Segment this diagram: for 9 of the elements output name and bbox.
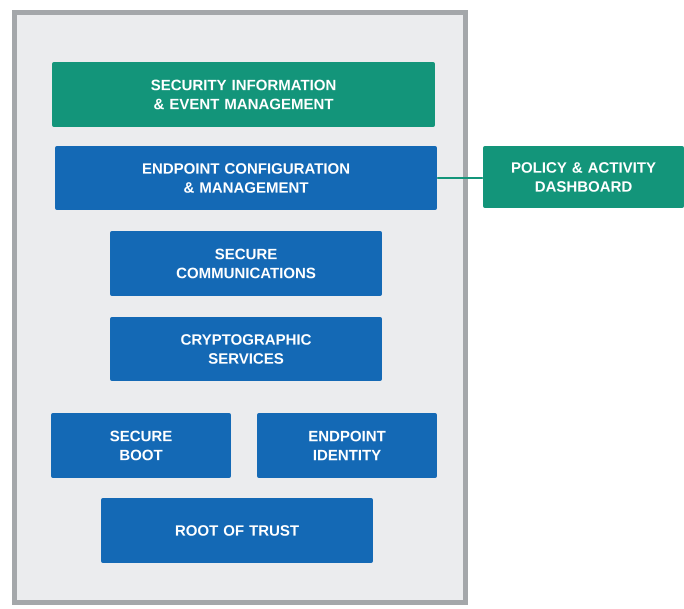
component-box: SECURE BOOT — [51, 412, 231, 478]
connector-line — [437, 176, 483, 179]
component-box: ENDPOINT IDENTITY — [257, 412, 437, 478]
component-box: SECURE COMMUNICATIONS — [110, 231, 382, 296]
component-box: SECURITY INFORMATION & EVENT MANAGEMENT — [52, 62, 435, 127]
component-box: CRYPTOGRAPHIC SERVICES — [110, 316, 382, 381]
component-box: ENDPOINT CONFIGURATION & MANAGEMENT — [55, 146, 437, 210]
component-box: POLICY & ACTIVITY DASHBOARD — [483, 146, 684, 208]
component-box: ROOT OF TRUST — [101, 498, 373, 563]
